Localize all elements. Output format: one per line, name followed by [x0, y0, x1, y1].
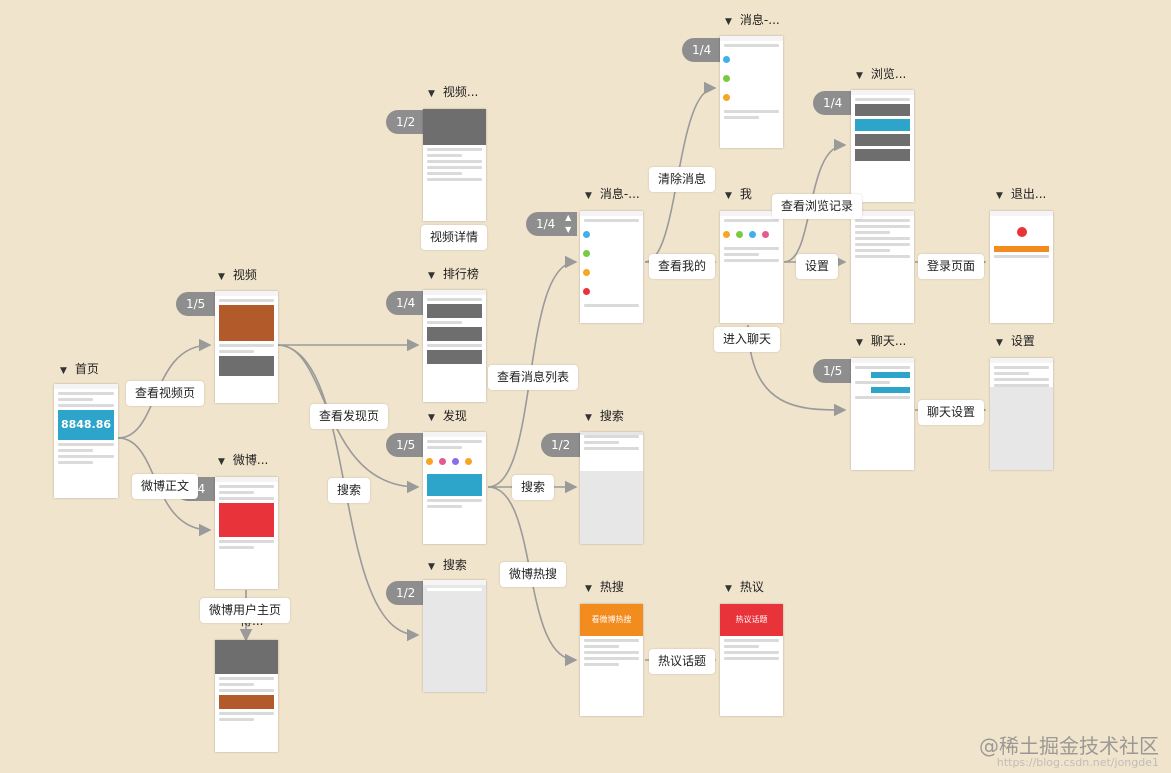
chevron-down-icon[interactable]: ▼ [218, 457, 225, 467]
chevron-down-icon[interactable]: ▼ [585, 191, 592, 201]
edge-label-video-detail[interactable]: 视频详情 [421, 225, 488, 250]
chevron-down-icon[interactable]: ▼ [725, 584, 732, 594]
edge-label-view-video[interactable]: 查看视频页 [126, 381, 205, 406]
node-title-me[interactable]: ▼我 [725, 187, 752, 201]
stepper-icon[interactable]: ▲▼ [565, 213, 572, 234]
edge-label-login-page[interactable]: 登录页面 [918, 254, 985, 279]
page-badge-browse[interactable]: 1/4 [813, 91, 855, 115]
page-badge-msg-list[interactable]: 1/4▲▼ [526, 212, 578, 236]
chevron-down-icon[interactable]: ▼ [428, 89, 435, 99]
screen-thumb-discover[interactable] [423, 432, 486, 544]
screen-thumb-browse[interactable] [851, 90, 914, 202]
page-badge-video-detail[interactable]: 1/2 [386, 110, 428, 134]
page-badge-chat[interactable]: 1/5 [813, 359, 855, 383]
hot-topic-banner: 热议话题 [720, 604, 783, 636]
chevron-down-icon[interactable]: ▼ [996, 338, 1003, 348]
edge-label-user-home[interactable]: 微博用户主页 [200, 598, 291, 623]
node-title-msg-list[interactable]: ▼消息-... [585, 187, 640, 201]
node-title-chat[interactable]: ▼聊天... [856, 334, 907, 348]
screen-thumb-me[interactable] [720, 211, 783, 323]
chevron-down-icon[interactable]: ▼ [856, 71, 863, 81]
edge-label-enter-chat[interactable]: 进入聊天 [714, 327, 781, 352]
node-title-hot-topic[interactable]: ▼热议 [725, 580, 764, 594]
screen-thumb-chat[interactable] [851, 358, 914, 470]
chevron-down-icon[interactable]: ▼ [60, 366, 67, 376]
chevron-down-icon[interactable]: ▼ [725, 191, 732, 201]
node-title-browse[interactable]: ▼浏览... [856, 67, 907, 81]
screen-thumb-hot-search[interactable]: 看微博热搜 [580, 604, 643, 716]
watermark-text: @稀土掘金技术社区 [979, 734, 1159, 758]
home-banner: 8848.86 [58, 410, 114, 440]
screen-thumb-logout[interactable] [990, 211, 1053, 323]
screen-thumb-profile[interactable] [215, 640, 278, 752]
node-title-logout[interactable]: ▼退出... [996, 187, 1047, 201]
page-badge-discover[interactable]: 1/5 [386, 433, 428, 457]
page-badge-ranking[interactable]: 1/4 [386, 291, 428, 315]
node-title-settings-b[interactable]: ▼设置 [996, 334, 1035, 348]
edge-label-search-1[interactable]: 搜索 [328, 478, 371, 503]
chevron-down-icon[interactable]: ▼ [428, 562, 435, 572]
chevron-down-icon[interactable]: ▼ [428, 271, 435, 281]
edge-label-hot-topics[interactable]: 热议话题 [649, 649, 716, 674]
chevron-down-icon[interactable]: ▼ [585, 413, 592, 423]
edge-label-weibo-hot[interactable]: 微博热搜 [500, 562, 567, 587]
node-title-hot-search[interactable]: ▼热搜 [585, 580, 624, 594]
node-title-video-detail[interactable]: ▼视频... [428, 85, 479, 99]
page-badge-video[interactable]: 1/5 [176, 292, 218, 316]
screen-thumb-settings-b[interactable] [990, 358, 1053, 470]
page-badge-search-a[interactable]: 1/2 [386, 581, 428, 605]
edge-label-view-discover[interactable]: 查看发现页 [310, 404, 389, 429]
node-title-weibo[interactable]: ▼微博... [218, 453, 269, 467]
screen-thumb-hot-topic[interactable]: 热议话题 [720, 604, 783, 716]
hot-search-banner: 看微博热搜 [580, 604, 643, 636]
screen-thumb-msg-top[interactable] [720, 36, 783, 148]
chevron-down-icon[interactable]: ▼ [428, 413, 435, 423]
chevron-down-icon[interactable]: ▼ [585, 584, 592, 594]
screen-thumb-video-detail[interactable] [423, 109, 486, 221]
watermark-url: https://blog.csdn.net/jongde1 [996, 756, 1159, 769]
page-badge-msg-top[interactable]: 1/4 [682, 38, 724, 62]
screen-thumb-ranking[interactable] [423, 290, 486, 402]
node-title-home[interactable]: ▼首页 [60, 362, 99, 376]
node-title-ranking[interactable]: ▼排行榜 [428, 267, 479, 281]
node-title-search-a[interactable]: ▼搜索 [428, 558, 467, 572]
chevron-down-icon[interactable]: ▼ [856, 338, 863, 348]
screen-thumb-video[interactable] [215, 291, 278, 403]
chevron-down-icon[interactable]: ▼ [725, 17, 732, 27]
screen-thumb-weibo[interactable] [215, 477, 278, 589]
page-badge-search-b[interactable]: 1/2 [541, 433, 583, 457]
node-title-msg-top[interactable]: ▼消息-... [725, 13, 780, 27]
edge-label-view-me[interactable]: 查看我的 [649, 254, 716, 279]
node-title-video[interactable]: ▼视频 [218, 268, 257, 282]
node-title-search-b[interactable]: ▼搜索 [585, 409, 624, 423]
edge-label-search-2[interactable]: 搜索 [512, 475, 555, 500]
edge-label-chat-settings[interactable]: 聊天设置 [918, 400, 985, 425]
edge-label-weibo-body[interactable]: 微博正文 [132, 474, 199, 499]
edge-label-settings[interactable]: 设置 [796, 254, 839, 279]
edge-label-browse-history[interactable]: 查看浏览记录 [772, 194, 863, 219]
edge-label-clear-messages[interactable]: 清除消息 [649, 167, 716, 192]
chevron-down-icon[interactable]: ▼ [996, 191, 1003, 201]
screen-thumb-settings-a[interactable] [851, 211, 914, 323]
chevron-down-icon[interactable]: ▼ [218, 272, 225, 282]
screen-thumb-search-b[interactable] [580, 432, 643, 544]
screen-thumb-search-a[interactable] [423, 580, 486, 692]
screen-thumb-home[interactable]: 8848.86 [54, 384, 118, 498]
screen-thumb-msg-list[interactable] [580, 211, 643, 323]
edge-label-view-messages[interactable]: 查看消息列表 [488, 365, 579, 390]
node-title-discover[interactable]: ▼发现 [428, 409, 467, 423]
